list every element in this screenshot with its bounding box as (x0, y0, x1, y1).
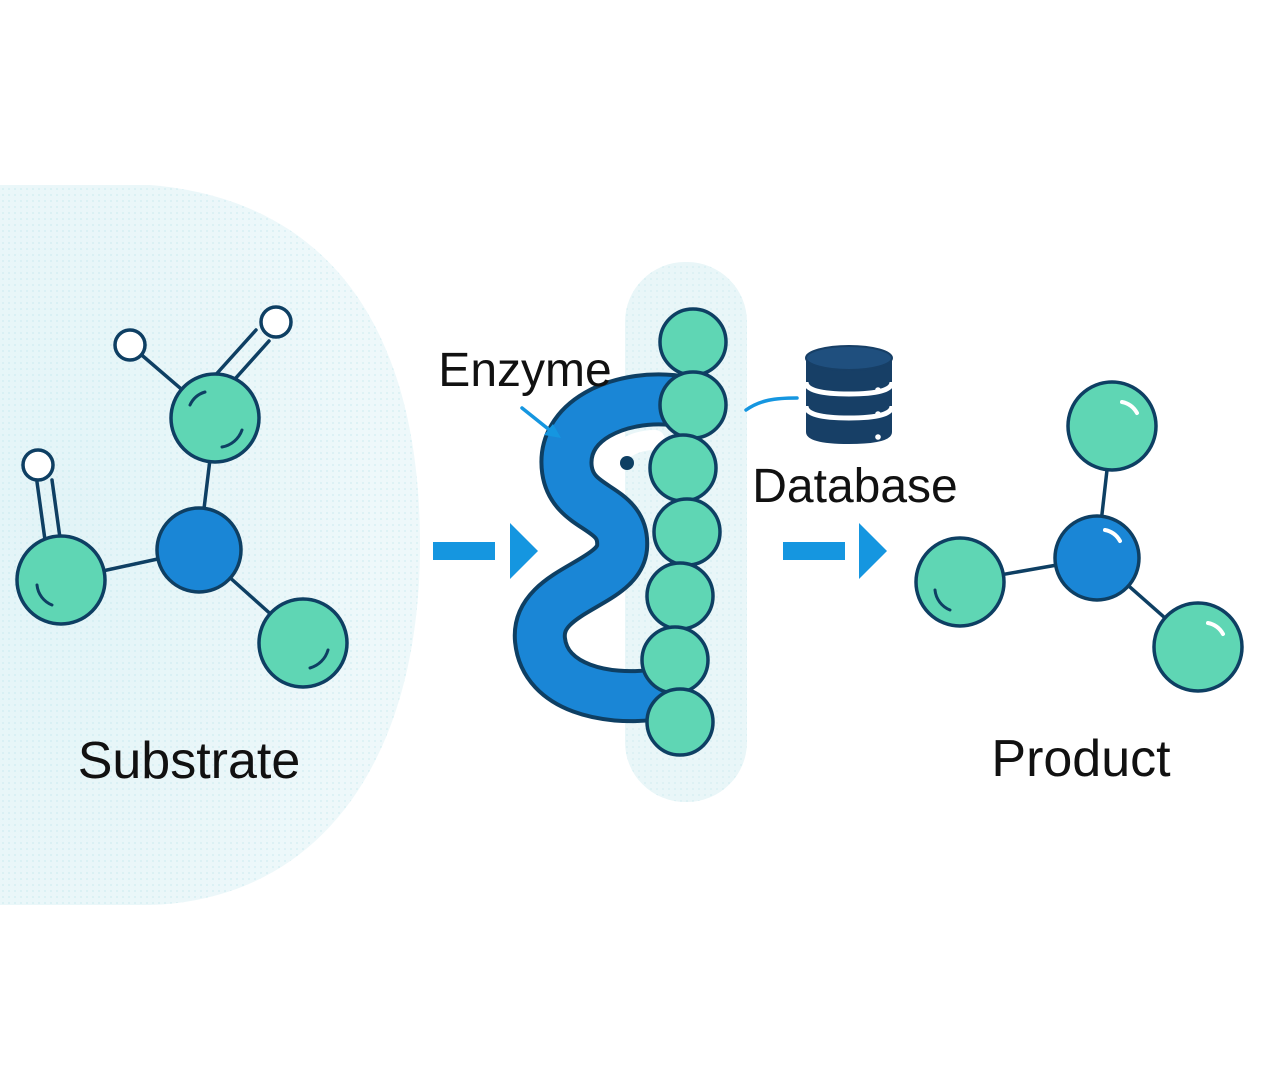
enzyme-eye (620, 456, 634, 470)
database-connector (744, 396, 799, 412)
enzyme-bead (640, 625, 710, 695)
oxygen-atom (259, 305, 293, 339)
product-molecule (914, 380, 1244, 693)
watermark-text: 豆包AI生成 (1119, 848, 1232, 874)
enzyme-bead (645, 687, 715, 757)
oxygen-atom (113, 328, 147, 362)
right-arrow-icon (783, 523, 887, 579)
substrate-atom (257, 597, 349, 689)
enzyme-bead (658, 307, 728, 377)
substrate-center-atom (155, 506, 243, 594)
product-center-atom (1053, 514, 1141, 602)
enzyme-pointer-arrow (520, 406, 561, 438)
substrate-atom (169, 372, 261, 464)
database-label: Database (752, 460, 957, 513)
enzyme-bead (658, 370, 728, 440)
enzyme-label: Enzyme (438, 344, 611, 397)
product-atom (1152, 601, 1244, 693)
oxygen-atom (21, 448, 55, 482)
right-arrow-icon (433, 523, 538, 579)
enzyme-bead (652, 497, 722, 567)
substrate-molecule (15, 305, 349, 689)
product-atom (914, 536, 1006, 628)
database-icon (803, 345, 895, 444)
product-label: Product (991, 730, 1171, 788)
enzyme-bead (648, 433, 718, 503)
substrate-label: Substrate (78, 732, 301, 790)
substrate-atom (15, 534, 107, 626)
enzyme-bead (645, 561, 715, 631)
enzyme (512, 307, 728, 757)
product-atom (1066, 380, 1158, 472)
